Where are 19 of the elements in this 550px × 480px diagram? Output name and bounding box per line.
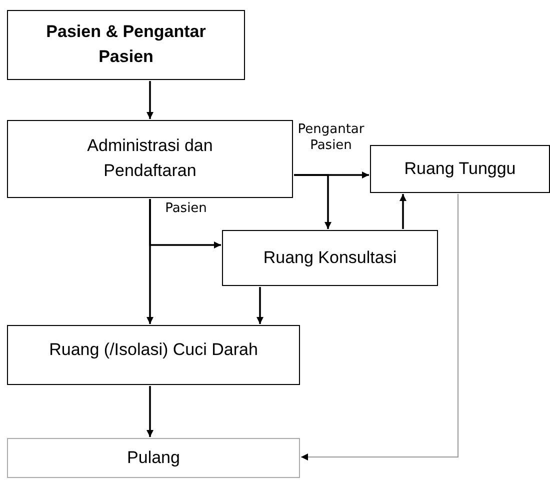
process-box [7, 325, 300, 385]
process-box [7, 438, 300, 478]
arrow [400, 194, 406, 229]
box-text: Ruang (/Isolasi) Cuci Darah [49, 339, 258, 361]
arrow [294, 174, 332, 229]
process-box [370, 145, 550, 193]
process-box [222, 230, 438, 286]
box-text: Ruang Tunggu [404, 158, 516, 180]
arrow [146, 81, 154, 119]
arrow [300, 194, 458, 460]
box-text: Ruang Konsultasi [263, 246, 397, 269]
box-text: Pasien & Pengantar Pasien [45, 21, 207, 68]
arrow [149, 199, 221, 248]
box-text: Administrasi dan Pendaftaran [86, 135, 214, 182]
process-box [7, 10, 245, 80]
box-text: Pulang [127, 446, 180, 469]
arrow [256, 287, 264, 324]
arrow [146, 386, 154, 437]
process-box [7, 120, 293, 198]
